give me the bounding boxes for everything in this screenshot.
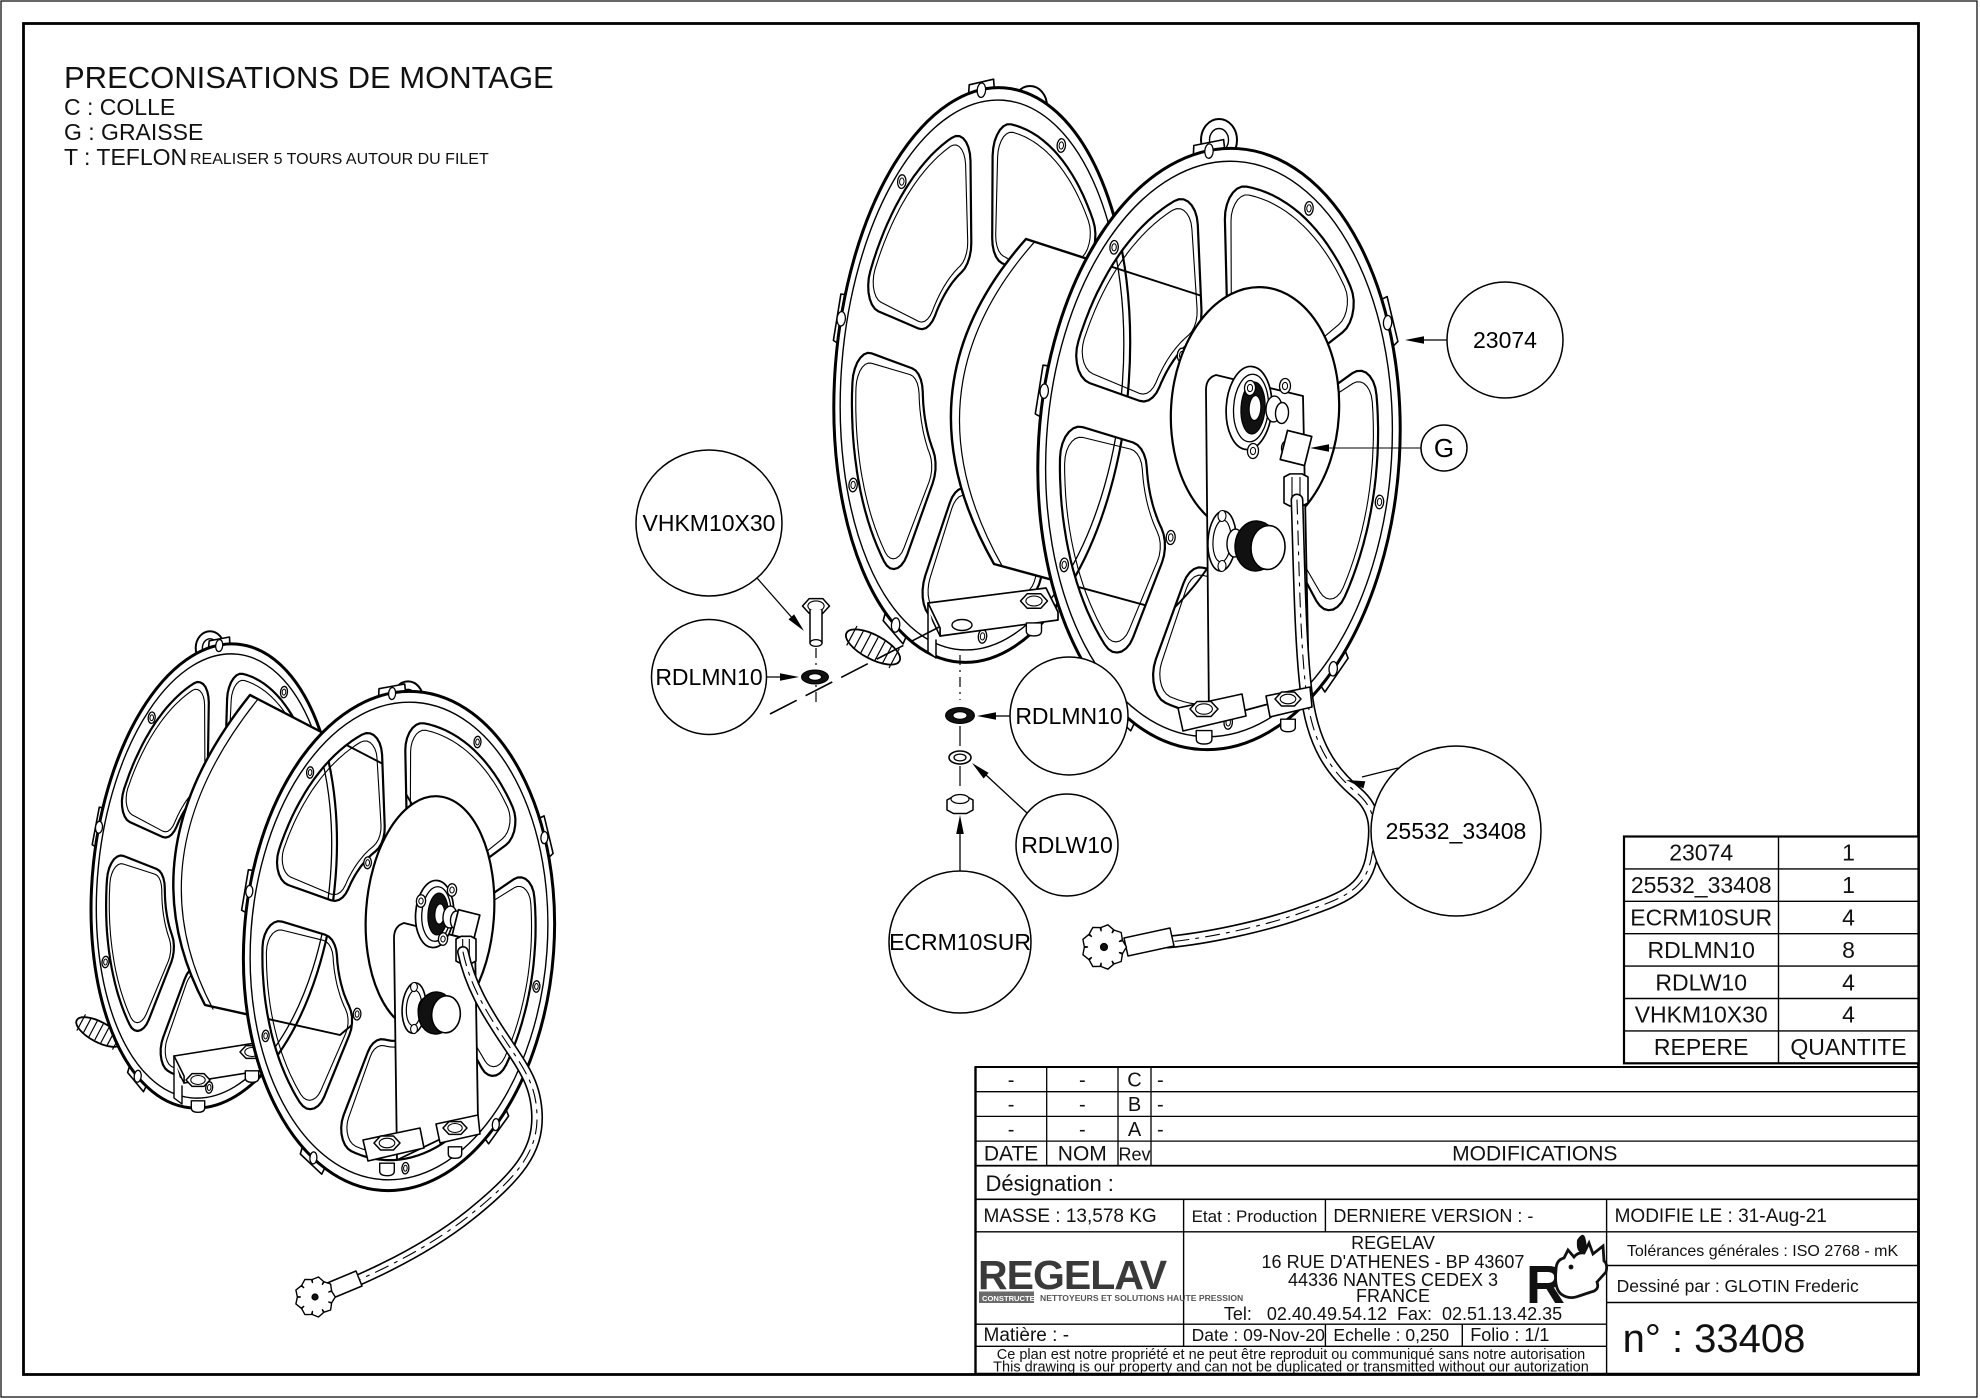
svg-text:B: B	[1128, 1094, 1141, 1116]
svg-text:REGELAV: REGELAV	[978, 1252, 1168, 1298]
svg-text:DATE: DATE	[984, 1142, 1038, 1165]
svg-text:RDLW10: RDLW10	[1021, 832, 1113, 858]
svg-text:-: -	[1157, 1069, 1164, 1091]
svg-text:n° : 33408: n° : 33408	[1623, 1317, 1806, 1361]
svg-text:-: -	[1079, 1069, 1086, 1091]
svg-text:1: 1	[1842, 872, 1855, 898]
svg-text:Ce plan est notre propriété et: Ce plan est notre propriété et ne peut ê…	[997, 1347, 1585, 1363]
svg-text:NOM: NOM	[1058, 1142, 1107, 1165]
svg-text:Etat : Production: Etat : Production	[1192, 1207, 1318, 1226]
svg-text:A: A	[1128, 1119, 1142, 1141]
svg-text:RDLMN10: RDLMN10	[1015, 703, 1122, 729]
svg-text:Dessiné par : GLOTIN Frederic: Dessiné par : GLOTIN Frederic	[1617, 1276, 1859, 1296]
svg-text:Désignation :: Désignation :	[986, 1171, 1114, 1196]
svg-text:-: -	[1079, 1094, 1086, 1116]
svg-text:23074: 23074	[1473, 327, 1537, 353]
svg-text:Rev: Rev	[1118, 1144, 1150, 1164]
svg-text:Date : 09-Nov-20: Date : 09-Nov-20	[1192, 1325, 1326, 1345]
svg-text:-: -	[1008, 1119, 1015, 1141]
svg-text:CONSTRUCTEUR: CONSTRUCTEUR	[982, 1294, 1046, 1303]
svg-text:C: C	[1127, 1069, 1141, 1091]
svg-text:VHKM10X30: VHKM10X30	[643, 510, 776, 536]
svg-text:Matière : -: Matière : -	[984, 1325, 1070, 1346]
svg-text:4: 4	[1842, 969, 1855, 995]
svg-text:QUANTITE: QUANTITE	[1790, 1034, 1906, 1060]
svg-text:MODIFICATIONS: MODIFICATIONS	[1452, 1142, 1617, 1165]
svg-text:-: -	[1008, 1094, 1015, 1116]
svg-text:REGELAV: REGELAV	[1351, 1233, 1435, 1253]
svg-text:Tolérances générales : ISO 276: Tolérances générales : ISO 2768 - mK	[1627, 1243, 1899, 1260]
svg-text:REPERE: REPERE	[1654, 1034, 1749, 1060]
svg-text:25532_33408: 25532_33408	[1631, 872, 1772, 898]
svg-text:REALISER 5 TOURS AUTOUR DU FIL: REALISER 5 TOURS AUTOUR DU FILET	[190, 151, 489, 168]
svg-text:Folio : 1/1: Folio : 1/1	[1470, 1325, 1549, 1345]
svg-text:FRANCE: FRANCE	[1356, 1286, 1430, 1306]
svg-text:44336 NANTES CEDEX 3: 44336 NANTES CEDEX 3	[1288, 1270, 1498, 1290]
svg-text:Echelle : 0,250: Echelle : 0,250	[1333, 1325, 1449, 1345]
svg-text:NETTOYEURS ET SOLUTIONS HAUTE: NETTOYEURS ET SOLUTIONS HAUTE PRESSION	[1040, 1293, 1243, 1303]
svg-text:4: 4	[1842, 1002, 1855, 1028]
svg-text:RDLW10: RDLW10	[1655, 969, 1747, 995]
svg-text:4: 4	[1842, 905, 1855, 931]
svg-text:G: G	[1434, 433, 1454, 463]
svg-text:23074: 23074	[1669, 840, 1733, 866]
svg-text:G : GRAISSE: G : GRAISSE	[64, 119, 203, 145]
svg-text:ECRM10SUR: ECRM10SUR	[1630, 905, 1772, 931]
svg-text:MASSE : 13,578 KG: MASSE : 13,578 KG	[984, 1206, 1157, 1227]
svg-text:MODIFIE LE : 31-Aug-21: MODIFIE LE : 31-Aug-21	[1615, 1206, 1827, 1227]
svg-text:-: -	[1079, 1119, 1086, 1141]
svg-text:ECRM10SUR: ECRM10SUR	[889, 929, 1031, 955]
svg-text:This drawing is our property a: This drawing is our property and can not…	[993, 1360, 1589, 1376]
svg-text:8: 8	[1842, 937, 1855, 963]
svg-text:T : TEFLON: T : TEFLON	[64, 144, 187, 170]
svg-text:DERNIERE VERSION : -: DERNIERE VERSION : -	[1333, 1206, 1533, 1226]
svg-text:1: 1	[1842, 840, 1855, 866]
svg-text:RDLMN10: RDLMN10	[1648, 937, 1755, 963]
svg-text:-: -	[1008, 1069, 1015, 1091]
svg-text:C : COLLE: C : COLLE	[64, 94, 175, 120]
svg-text:-: -	[1157, 1094, 1164, 1116]
svg-text:25532_33408: 25532_33408	[1386, 818, 1527, 844]
svg-text:RDLMN10: RDLMN10	[655, 664, 762, 690]
svg-text:PRECONISATIONS DE MONTAGE: PRECONISATIONS DE MONTAGE	[64, 60, 554, 95]
svg-text:-: -	[1157, 1119, 1164, 1141]
svg-text:VHKM10X30: VHKM10X30	[1635, 1002, 1768, 1028]
svg-text:Tel: 02.40.49.54.12 Fax: 0: Tel: 02.40.49.54.12 Fax: 02.51.13.42.35	[1224, 1304, 1562, 1324]
svg-text:16 RUE D'ATHENES - BP 43607: 16 RUE D'ATHENES - BP 43607	[1262, 1252, 1525, 1272]
